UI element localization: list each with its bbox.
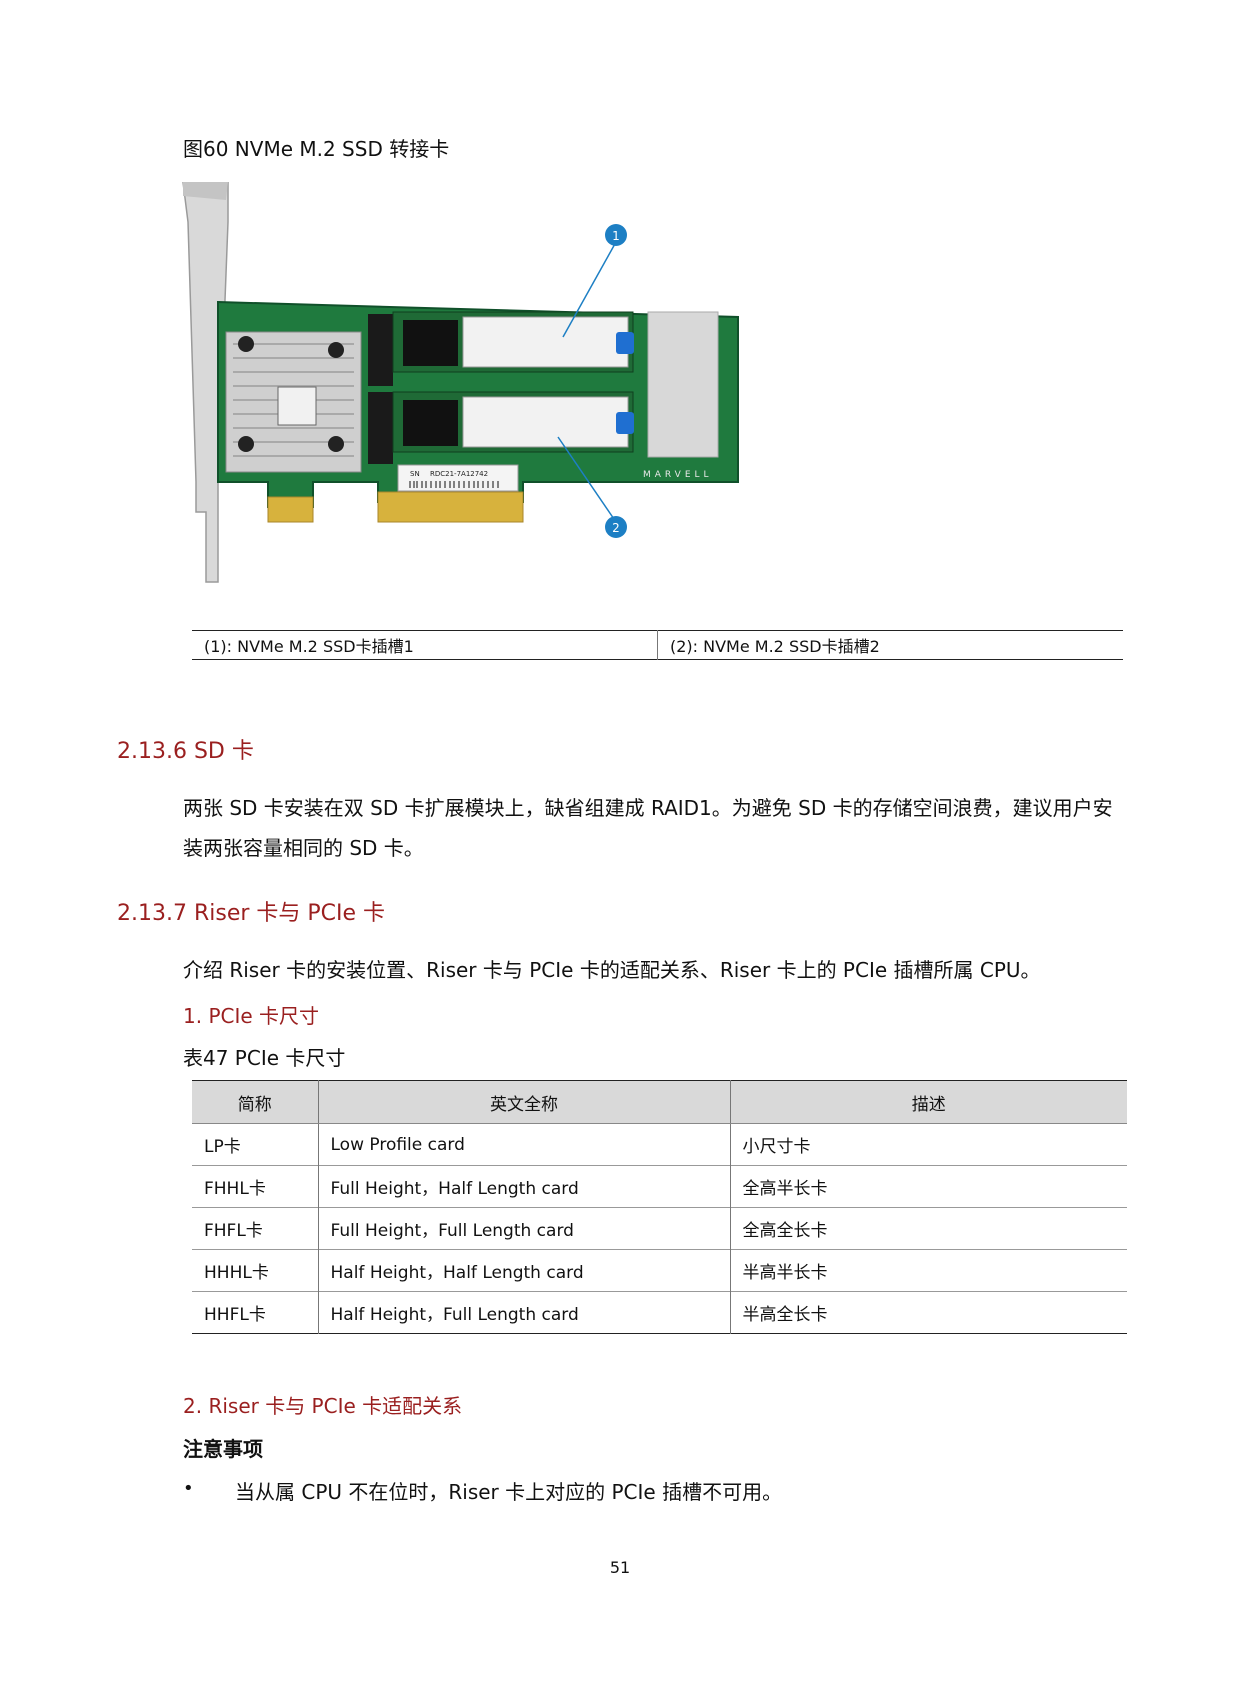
sd-paragraph: 两张 SD 卡安装在双 SD 卡扩展模块上，缺省组建成 RAID1。为避免 SD… [183,796,1113,860]
cell-abbr: HHFL卡 [192,1291,318,1334]
note-title: 注意事项 [183,1437,263,1461]
table-header-row: 简称 英文全称 描述 [192,1080,1127,1124]
header-desc: 描述 [729,1080,1127,1124]
section-heading-sd: 2.13.6 SD 卡 [117,739,254,764]
subheading-pcie-size: 1. PCIe 卡尺寸 [183,1004,320,1028]
cell-fullname: Full Height，Full Length card [317,1207,730,1250]
table-row: FHHL卡 Full Height，Half Length card 全高半长卡 [192,1165,1127,1208]
cell-desc: 全高全长卡 [729,1207,1127,1250]
bullet-text: 当从属 CPU 不在位时，Riser 卡上对应的 PCIe 插槽不可用。 [235,1480,783,1504]
section-heading-riser: 2.13.7 Riser 卡与 PCIe 卡 [117,901,386,926]
cell-desc: 小尺寸卡 [729,1123,1127,1166]
callout-label-1: (1): NVMe M.2 SSD卡插槽1 [204,637,414,656]
header-fullname: 英文全称 [317,1080,730,1124]
cell-abbr: HHHL卡 [192,1249,318,1292]
callout-label-2: (2): NVMe M.2 SSD卡插槽2 [657,630,1123,660]
table-row: LP卡 Low Profile card 小尺寸卡 [192,1123,1127,1166]
board-sn-label: SN [410,470,420,478]
page-number: 51 [609,1558,631,1577]
board-serial-text: RDC21-7A12742 [430,470,488,478]
pcie-size-table: 简称 英文全称 描述 LP卡 Low Profile card 小尺寸卡 FHH… [192,1080,1127,1334]
riser-paragraph: 介绍 Riser 卡的安装位置、Riser 卡与 PCIe 卡的适配关系、Ris… [183,958,1041,982]
cell-desc: 全高半长卡 [729,1165,1127,1208]
cell-abbr: FHHL卡 [192,1165,318,1208]
cell-desc: 半高半长卡 [729,1249,1127,1292]
header-abbr: 简称 [192,1080,318,1124]
cell-fullname: Low Profile card [317,1123,730,1166]
table-caption: 表47 PCIe 卡尺寸 [183,1046,346,1070]
table-row: HHFL卡 Half Height，Full Length card 半高全长卡 [192,1291,1127,1334]
cell-abbr: FHFL卡 [192,1207,318,1250]
cell-fullname: Half Height，Full Length card [317,1291,730,1334]
cell-fullname: Full Height，Half Length card [317,1165,730,1208]
figure-callout-table: (1): NVMe M.2 SSD卡插槽1 (2): NVMe M.2 SSD卡… [192,630,1123,660]
cell-desc: 半高全长卡 [729,1291,1127,1334]
bullet-icon: • [183,1478,194,1499]
subheading-riser-adapt: 2. Riser 卡与 PCIe 卡适配关系 [183,1394,463,1418]
nvme-adapter-photo: SN RDC21-7A12742 MARVELL 1 2 [182,182,739,583]
cell-abbr: LP卡 [192,1123,318,1166]
table-row: HHHL卡 Half Height，Half Length card 半高半长卡 [192,1249,1127,1292]
callout-2-number: 2 [612,521,620,535]
table-row: FHFL卡 Full Height，Full Length card 全高全长卡 [192,1207,1127,1250]
figure-caption: 图60 NVMe M.2 SSD 转接卡 [183,137,450,161]
board-brand-text: MARVELL [643,470,713,480]
callout-2-marker [605,516,627,538]
cell-fullname: Half Height，Half Length card [317,1249,730,1292]
callout-1-marker [605,224,627,246]
callout-1-number: 1 [612,229,620,243]
